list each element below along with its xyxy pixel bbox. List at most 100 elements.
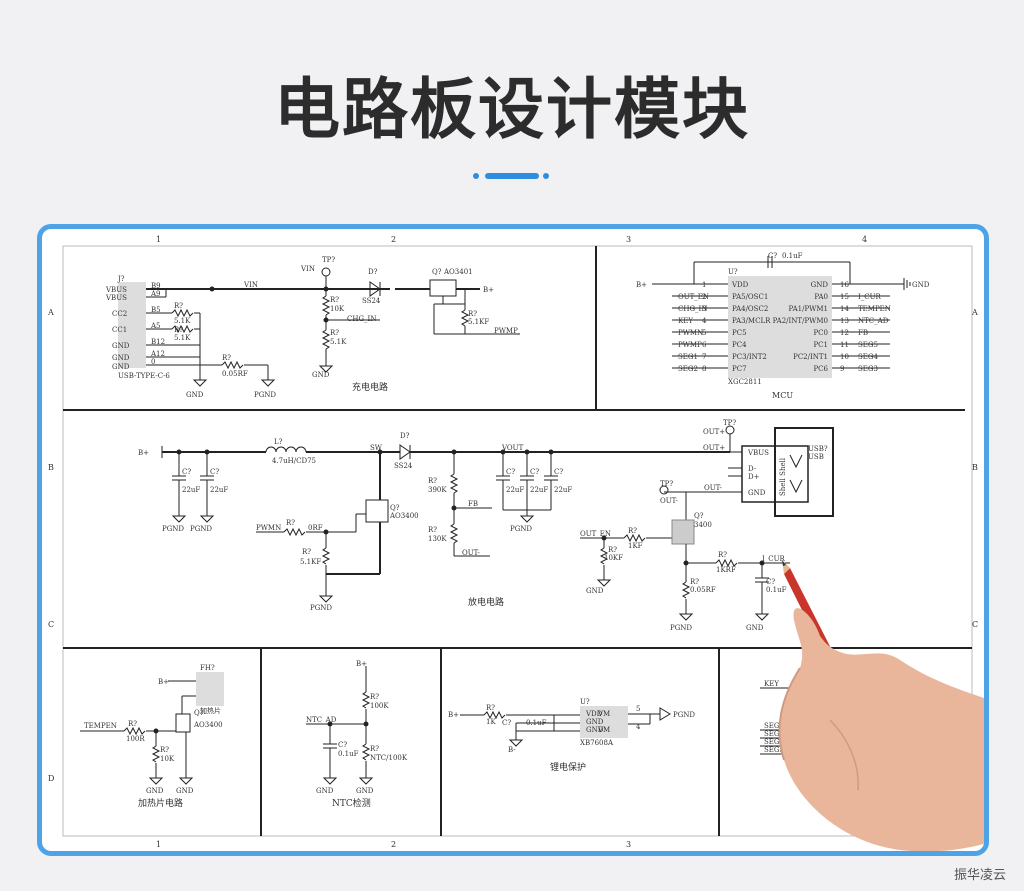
mcu-left-pin-net: PWMP [678, 341, 702, 349]
ntc-r1-val: 100K [370, 702, 389, 710]
grid-row-d: D [48, 774, 54, 783]
charge-rg-ref: R? [468, 310, 477, 318]
discharge-section-label: 放电电路 [468, 596, 504, 608]
mcu-left-pin-net: CHG_IN [678, 305, 707, 313]
ntc-r1: R? [370, 693, 379, 701]
mcu-right-pin-net: SEG5 [858, 341, 878, 349]
heater-gnd-2: GND [176, 787, 194, 795]
dis-rfb1-val: 390K [428, 486, 447, 494]
dis-rfb2: R? [428, 526, 437, 534]
usb-net-4: B12 [151, 338, 165, 346]
mcu-right-pin-number: 15 [840, 293, 849, 301]
charge-bplus: B+ [483, 286, 494, 294]
bat-pin-2: GND [586, 726, 604, 734]
mcu-left-pin-net: OUT_EN [678, 293, 709, 301]
dis-renpd: R? [608, 546, 617, 554]
mcu-right-pin-net: FB [858, 329, 868, 337]
mcu-left-pin-number: 1 [702, 281, 706, 289]
mcu-left-pin-number: 5 [702, 329, 706, 337]
dis-out-en: OUT_EN [580, 530, 611, 538]
usb-r3-val: 0.05RF [222, 370, 248, 378]
dis-c1-val: 22uF [182, 486, 200, 494]
charge-rbot-val: 5.1K [330, 338, 347, 346]
usb-net-6: 0 [151, 358, 155, 366]
charge-rtop-ref: R? [330, 296, 339, 304]
grid-row-b-right: B [972, 463, 978, 472]
dis-rg-val: 0RF [308, 524, 323, 532]
mcu-left-pin-name: PA3/MCLR [732, 317, 771, 325]
mcu-bplus: B+ [636, 281, 647, 289]
usb-net-1: A9 [150, 290, 161, 298]
grid-row-c-right: C [972, 620, 978, 629]
dis-c1: C? [182, 468, 191, 476]
dis-pgnd-2: PGND [190, 525, 212, 533]
dis-ren: R? [628, 527, 637, 535]
heater-circuit: B+ FH? 加热片 TEMPEN R? 100R R? 10K Q? AO34… [80, 664, 224, 809]
ntc-gnd-1: GND [316, 787, 334, 795]
mcu-left-pin-number: 4 [702, 317, 707, 325]
dis-pwmn: PWMN [256, 524, 281, 532]
heater-part: 加热片 [200, 706, 221, 715]
dis-usb-pin-3: GND [748, 489, 766, 497]
dis-gnd-2: GND [746, 624, 764, 632]
mcu-left-pin-number: 6 [702, 341, 707, 349]
usb-pin-3: CC1 [112, 326, 127, 334]
mcu-right-pin-number: 10 [840, 353, 849, 361]
dis-tp1: TP? [723, 419, 736, 427]
usb-part: USB-TYPE-C-6 [118, 372, 170, 380]
bat-pin-1: GND [586, 718, 604, 726]
title-underline-dots [473, 173, 549, 179]
mcu-left-pin-number: 7 [702, 353, 706, 361]
dis-outminus: OUT- [462, 549, 480, 557]
dis-pgnd-4: PGND [510, 525, 532, 533]
mcu-gnd: GND [912, 281, 930, 289]
bat-cap-val: 0.1uF [526, 719, 547, 727]
dis-rcur-val: 1KRF [716, 566, 736, 574]
heater-gnd-1: GND [146, 787, 164, 795]
grid-row-a-right: A [971, 308, 978, 317]
mcu-left-pin-name: PC7 [732, 365, 747, 373]
dis-mos-part: AO3400 [389, 512, 419, 520]
mcu-ref: U? [728, 268, 738, 276]
dis-bplus: B+ [138, 449, 149, 457]
grid-col-1: 1 [156, 235, 161, 244]
usb-gnd-label: GND [186, 391, 204, 399]
grid-row-a: A [47, 308, 54, 317]
charging-circuit: J? VBUS VBUS CC2 CC1 GND GND GND B9 A9 B… [105, 256, 520, 399]
ntc-cap: C? [338, 741, 347, 749]
mcu-left-pin-name: PA5/OSC1 [732, 293, 768, 301]
dis-outplus-2: OUT+ [703, 444, 725, 452]
heater-tempen: TEMPEN [84, 722, 117, 730]
bat-part: XB7608A [580, 739, 614, 747]
dis-c2-val: 22uF [210, 486, 228, 494]
dis-shell: Shell Shell [779, 457, 787, 496]
ntc-cap-val: 0.1uF [338, 750, 359, 758]
dis-usb-pin-0: VBUS [747, 449, 769, 457]
dis-icur: I_CUR [762, 555, 786, 563]
dis-usb-pin-2: D+ [748, 473, 760, 481]
charge-diode-ref: D? [368, 268, 378, 276]
ntc-gnd-2: GND [356, 787, 374, 795]
dis-outplus: OUT+ [703, 428, 725, 436]
charge-tp-label: TP? [322, 256, 335, 264]
dis-outminus-3: OUT- [704, 484, 722, 492]
dis-usb-part: USB [808, 453, 824, 461]
schematic-frame: 1 2 3 4 1 2 3 A B C D A B C J? VBUS VBUS… [37, 224, 989, 856]
brand-watermark: 振华凌云 [953, 868, 1006, 883]
grid-col-4: 4 [862, 235, 867, 244]
charge-vin-label: VIN [300, 265, 315, 273]
battery-circuit: B+ R? 1K C? 0.1uF B- U? VDD GND GND VM V… [448, 698, 695, 773]
bat-pin5: 5 [636, 705, 640, 713]
dis-diode-part: SS24 [394, 462, 413, 470]
dis-fb: FB [468, 500, 478, 508]
bat-r: R? [486, 704, 495, 712]
dis-ccur: C? [766, 578, 775, 586]
dis-c3-val: 22uF [506, 486, 524, 494]
dis-pgnd-1: PGND [162, 525, 184, 533]
bat-ref: U? [580, 698, 590, 706]
usb-net-2: B5 [151, 306, 161, 314]
charge-chg-in: CHG_IN [347, 315, 376, 323]
ntc-r2: R? [370, 745, 379, 753]
charging-section-label: 充电电路 [352, 381, 388, 393]
